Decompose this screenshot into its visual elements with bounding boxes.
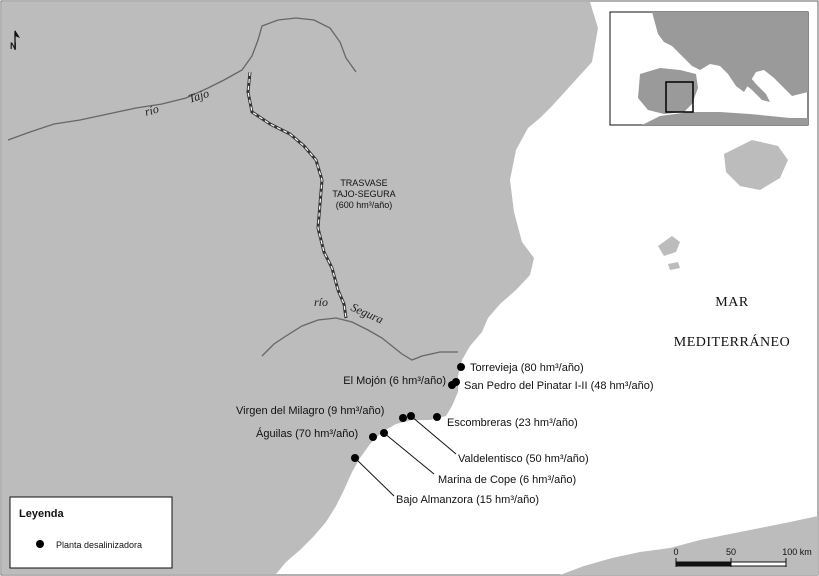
scale-bar: 0 50 100 km: [673, 547, 812, 567]
leader-lines: [354, 415, 457, 497]
legend-plant-icon: [36, 540, 44, 548]
svg-text:Águilas (70 hm³/año): Águilas (70 hm³/año): [256, 427, 358, 440]
plant-escombreras: Escombreras (23 hm³/año): [433, 413, 578, 429]
plant-valdelentisco: Valdelentisco (50 hm³/año): [407, 412, 589, 465]
legend-item-label: Planta desalinizadora: [56, 540, 142, 550]
north-arrow-icon: N: [10, 30, 20, 51]
scale-tick-0: 0: [673, 547, 678, 557]
legend-title: Leyenda: [19, 508, 65, 520]
island-mallorca: [724, 140, 788, 190]
scale-tick-100: 100 km: [782, 547, 812, 557]
island-formentera: [668, 262, 680, 270]
svg-text:Torrevieja (80 hm³/año): Torrevieja (80 hm³/año): [470, 362, 584, 374]
island-ibiza: [658, 236, 680, 256]
svg-text:El Mojón (6 hm³/año): El Mojón (6 hm³/año): [343, 375, 446, 387]
river-segura-label-1: río: [314, 295, 328, 309]
sea-label-line2: MEDITERRÁNEO: [674, 333, 790, 350]
river-segura: [261, 317, 458, 361]
svg-text:Escombreras (23 hm³/año): Escombreras (23 hm³/año): [447, 417, 578, 429]
plant-torrevieja: Torrevieja (80 hm³/año): [457, 362, 584, 374]
transfer-label-1: TRASVASE: [340, 178, 387, 188]
svg-text:Bajo Almanzora (15 hm³/año): Bajo Almanzora (15 hm³/año): [396, 494, 539, 506]
plant-virgen-del-milagro: Virgen del Milagro (9 hm³/año): [236, 405, 407, 422]
plant-el-mojon: El Mojón (6 hm³/año): [343, 375, 456, 389]
land-north-africa: [560, 516, 818, 575]
transfer-canal-inner: [247, 71, 347, 319]
svg-text:Marina de Cope (6 hm³/año): Marina de Cope (6 hm³/año): [438, 474, 576, 486]
svg-text:San Pedro del Pinatar I-II (48: San Pedro del Pinatar I-II (48 hm³/año): [464, 380, 654, 392]
plant-aguilas: Águilas (70 hm³/año): [256, 427, 377, 441]
legend: Leyenda Planta desalinizadora: [9, 496, 173, 569]
transfer-label-3: (600 hm³/año): [336, 200, 393, 210]
sea-label-line1: MAR: [715, 295, 749, 310]
plant-san-pedro: San Pedro del Pinatar I-II (48 hm³/año): [452, 378, 654, 392]
inset-map: [609, 11, 809, 126]
transfer-label-2: TAJO-SEGURA: [332, 189, 395, 199]
svg-text:Virgen del Milagro (9 hm³/año): Virgen del Milagro (9 hm³/año): [236, 405, 384, 417]
plant-marina-de-cope: Marina de Cope (6 hm³/año): [380, 429, 576, 486]
land-iberia: [2, 2, 598, 574]
river-tajo-label-2: Tajo: [187, 86, 211, 106]
scale-tick-50: 50: [726, 547, 736, 557]
north-arrow-label: N: [10, 41, 17, 51]
river-tajo-label-1: río: [143, 102, 160, 119]
svg-text:Valdelentisco (50 hm³/año): Valdelentisco (50 hm³/año): [458, 453, 589, 465]
plant-bajo-almanzora: Bajo Almanzora (15 hm³/año): [351, 454, 539, 506]
river-tajo: [7, 17, 357, 141]
